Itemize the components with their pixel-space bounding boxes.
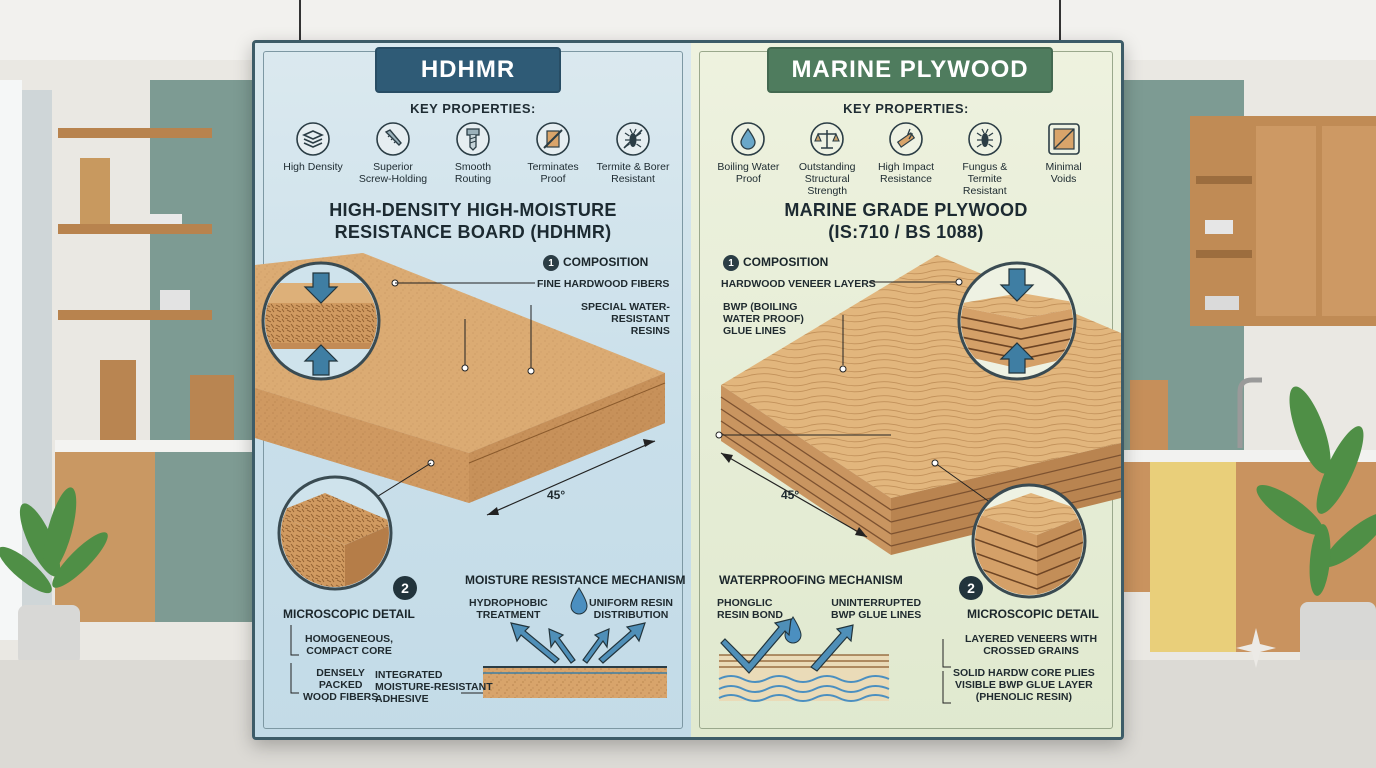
hdhmr-board-illustration [255,253,667,698]
hdhmr-microscopic-header: MICROSCOPIC DETAIL [283,607,415,621]
minimal-voids-icon [1047,123,1080,155]
hdhmr-title: HDHMR [375,47,561,93]
marine-mechanism-title: WATERPROOFING MECHANISM [719,573,903,587]
marine-angle-label: 45° [781,488,800,502]
hdhmr-panel: HDHMR KEY PROPERTIES: High Density Super… [255,43,691,737]
screw-icon [376,122,410,156]
impact-icon [889,122,923,156]
layers-icon [296,122,330,156]
hdhmr-key-properties-label: KEY PROPERTIES: [410,101,536,116]
marine-key-properties-label: KEY PROPERTIES: [843,101,969,116]
marine-title: MARINE PLYWOOD [767,47,1053,93]
hdhmr-property-high-density: High Density [273,121,353,185]
marine-composition-veneer: HARDWOOD VENEER LAYERS [721,278,876,290]
composition-number-badge: 1 [543,255,559,271]
marine-board-title: MARINE GRADE PLYWOOD(IS:710 / BS 1088) [784,200,1028,242]
marine-microscopic-number-badge: 2 [959,576,983,600]
water-drop-icon [731,122,766,156]
fungus-termite-icon [967,122,1002,156]
property-label: High Density [283,161,343,173]
termite-borer-icon [616,122,650,156]
marine-microscopic-header: MICROSCOPIC DETAIL [967,607,1099,621]
router-bit-icon [456,122,490,156]
hdhmr-mechanism-title: MOISTURE RESISTANCE MECHANISM [465,573,686,587]
hdhmr-micro-core: HOMOGENEOUS,COMPACT CORE [305,633,394,657]
hdhmr-angle-label: 45° [547,488,566,502]
hdhmr-microscopic-number-badge: 2 [393,576,417,600]
balance-scale-icon [810,122,844,156]
marine-plywood-panel: MARINE PLYWOOD KEY PROPERTIES: Boiling W… [691,43,1121,737]
marine-board-illustration [715,255,1121,704]
composition-number-badge: 1 [723,255,739,271]
no-termite-icon [536,122,570,156]
comparison-board: HDHMR KEY PROPERTIES: High Density Super… [252,40,1124,740]
hdhmr-composition-fibers: FINE HARDWOOD FIBERS [537,278,670,290]
